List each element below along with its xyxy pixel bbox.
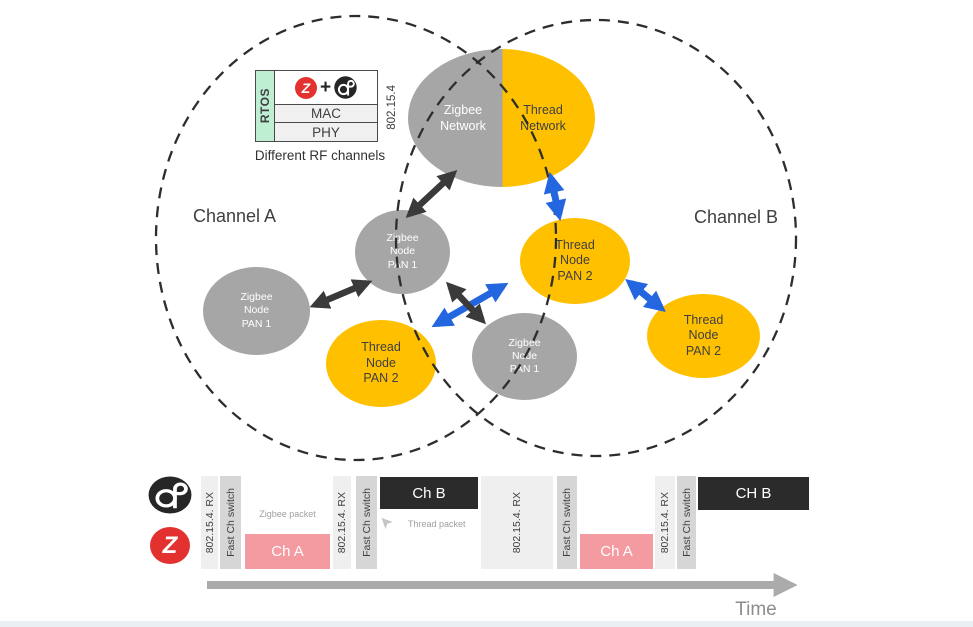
mac-row: MAC <box>275 104 377 122</box>
thread-node-right: Thread Node PAN 2 <box>647 294 760 378</box>
black-link-zigbeecenter-zigbeebottom <box>445 281 487 325</box>
black-link-zigbeeleft-zigbeecenter <box>309 279 373 309</box>
blue-link-threadbottom-threadcenter <box>431 282 509 328</box>
channel-a-label: Channel A <box>193 206 277 226</box>
thread-node-center: Thread Node PAN 2 <box>520 218 630 304</box>
protocol-stack-legend: RTOS Z + MAC PHY <box>255 70 378 142</box>
rx-bar-1: 802.15.4. RX <box>201 476 218 569</box>
fast-ch-switch-bar-4: Fast Ch switch <box>677 476 696 569</box>
thread-network-label: Thread Network <box>520 102 566 133</box>
phy-row: PHY <box>275 122 377 141</box>
zigbee-node-left: Zigbee Node PAN 1 <box>203 267 310 355</box>
zigbee-network-label: Zigbee Network <box>440 102 486 133</box>
fast-ch-switch-bar-1: Fast Ch switch <box>220 476 241 569</box>
fast-ch-switch-bar-3: Fast Ch switch <box>557 476 577 569</box>
logos-row: Z + <box>275 71 377 104</box>
legend-caption: Different RF channels <box>254 148 386 163</box>
time-axis-label: Time <box>735 599 777 620</box>
thread-node-bottom: Thread Node PAN 2 <box>326 320 436 407</box>
fast-ch-switch-bar-2: Fast Ch switch <box>356 476 377 569</box>
zigbee-thread-network-ellipse: Zigbee Network Thread Network <box>408 49 595 187</box>
rtos-cell: RTOS <box>256 71 275 141</box>
bottom-edge-strip <box>0 621 973 627</box>
rx-block-wide: 802.15.4. RX <box>481 476 553 569</box>
stack-rows: Z + MAC PHY <box>275 71 377 141</box>
ieee-standard-label: 802.15.4 <box>386 84 398 130</box>
plus-sign: + <box>319 77 332 98</box>
channel-b-label: Channel B <box>694 207 779 227</box>
thread-logo-icon <box>334 76 357 99</box>
channel-b-packet-box-2: CH B <box>698 477 809 510</box>
arrow-up-left-icon: ➤ <box>375 510 397 533</box>
zigbee-logo-icon: Z <box>150 527 190 564</box>
rx-bar-3: 802.15.4. RX <box>655 476 675 569</box>
rx-bar-2: 802.15.4. RX <box>333 476 351 569</box>
thread-packet-note: Thread packet <box>408 519 466 529</box>
rtos-label: RTOS <box>258 88 272 124</box>
channel-a-packet-box-2: Ch A <box>580 534 653 569</box>
thread-logo-icon <box>148 476 192 519</box>
zigbee-logo-icon: Z <box>294 76 317 99</box>
zigbee-node-center: Zigbee Node PAN 1 <box>355 210 450 294</box>
zigbee-node-bottom: Zigbee Node PAN 1 <box>472 313 577 400</box>
channel-a-packet-box-1: Ch A <box>245 534 330 569</box>
channel-b-packet-box-1: Ch B <box>380 477 478 509</box>
blue-link-threadcenter-threadright <box>625 279 666 312</box>
zigbee-packet-note: Zigbee packet <box>259 509 316 519</box>
